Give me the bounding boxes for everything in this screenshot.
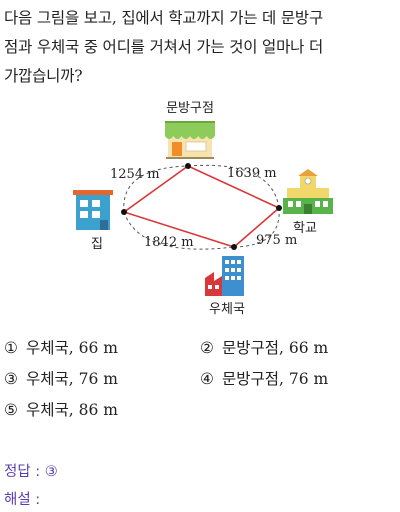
choice-1-text: 우체국, 66 m xyxy=(26,339,118,357)
choice-3-text: 우체국, 76 m xyxy=(26,370,118,388)
label-school: 학교 xyxy=(293,221,317,236)
choice-5-text: 우체국, 86 m xyxy=(26,401,118,419)
distance-home-stationery: 1254 m xyxy=(110,167,160,182)
dashed-arc-home-stationery xyxy=(123,165,189,213)
node-school xyxy=(276,205,282,211)
route-home-stationery xyxy=(123,165,189,213)
school-icon xyxy=(283,169,333,214)
choice-3[interactable]: ③ 우체국, 76 m xyxy=(4,367,118,389)
choice-5-number: ⑤ xyxy=(4,401,18,419)
node-post xyxy=(231,244,237,250)
label-stationery: 문방구점 xyxy=(166,101,214,116)
choice-4-text: 문방구점, 76 m xyxy=(222,370,329,388)
stationery-shop-icon xyxy=(165,121,215,159)
dashed-arc-post-school xyxy=(233,207,280,248)
node-stationery xyxy=(185,163,191,169)
choice-2-number: ② xyxy=(200,339,214,357)
route-home-post xyxy=(123,211,235,248)
question-line-2: 점과 우체국 중 어디를 거쳐서 가는 것이 얼마나 더 xyxy=(4,38,324,56)
route-stationery-school xyxy=(187,165,280,209)
choice-3-number: ③ xyxy=(4,370,18,388)
question-text: 다음 그림을 보고, 집에서 학교까지 가는 데 문방구 점과 우체국 중 어디… xyxy=(4,4,398,91)
choice-2-text: 문방구점, 66 m xyxy=(222,339,329,357)
route-post-school xyxy=(233,207,280,248)
dashed-arc-home-post xyxy=(123,211,235,250)
choice-1-number: ① xyxy=(4,339,18,357)
choice-2[interactable]: ② 문방구점, 66 m xyxy=(200,336,328,358)
answer-line: 정답 : ③ xyxy=(4,464,58,480)
question-line-1: 다음 그림을 보고, 집에서 학교까지 가는 데 문방구 xyxy=(4,9,324,27)
question-line-3: 가깝습니까? xyxy=(4,67,83,85)
label-home: 집 xyxy=(91,237,103,252)
distance-home-post: 1842 m xyxy=(144,235,194,250)
choice-1[interactable]: ① 우체국, 66 m xyxy=(4,336,118,358)
label-post-office: 우체국 xyxy=(209,302,245,317)
node-home xyxy=(121,209,127,215)
home-icon xyxy=(73,190,113,230)
post-office-icon xyxy=(205,256,244,296)
distance-stationery-school: 1639 m xyxy=(227,166,277,181)
choice-5[interactable]: ⑤ 우체국, 86 m xyxy=(4,398,118,420)
route-diagram: 문방구점 집 학교 우체국 xyxy=(73,101,333,317)
choice-4[interactable]: ④ 문방구점, 76 m xyxy=(200,367,328,389)
distance-post-school: 975 m xyxy=(256,233,297,248)
explanation-line: 해설 : xyxy=(4,492,41,508)
choice-4-number: ④ xyxy=(200,370,214,388)
